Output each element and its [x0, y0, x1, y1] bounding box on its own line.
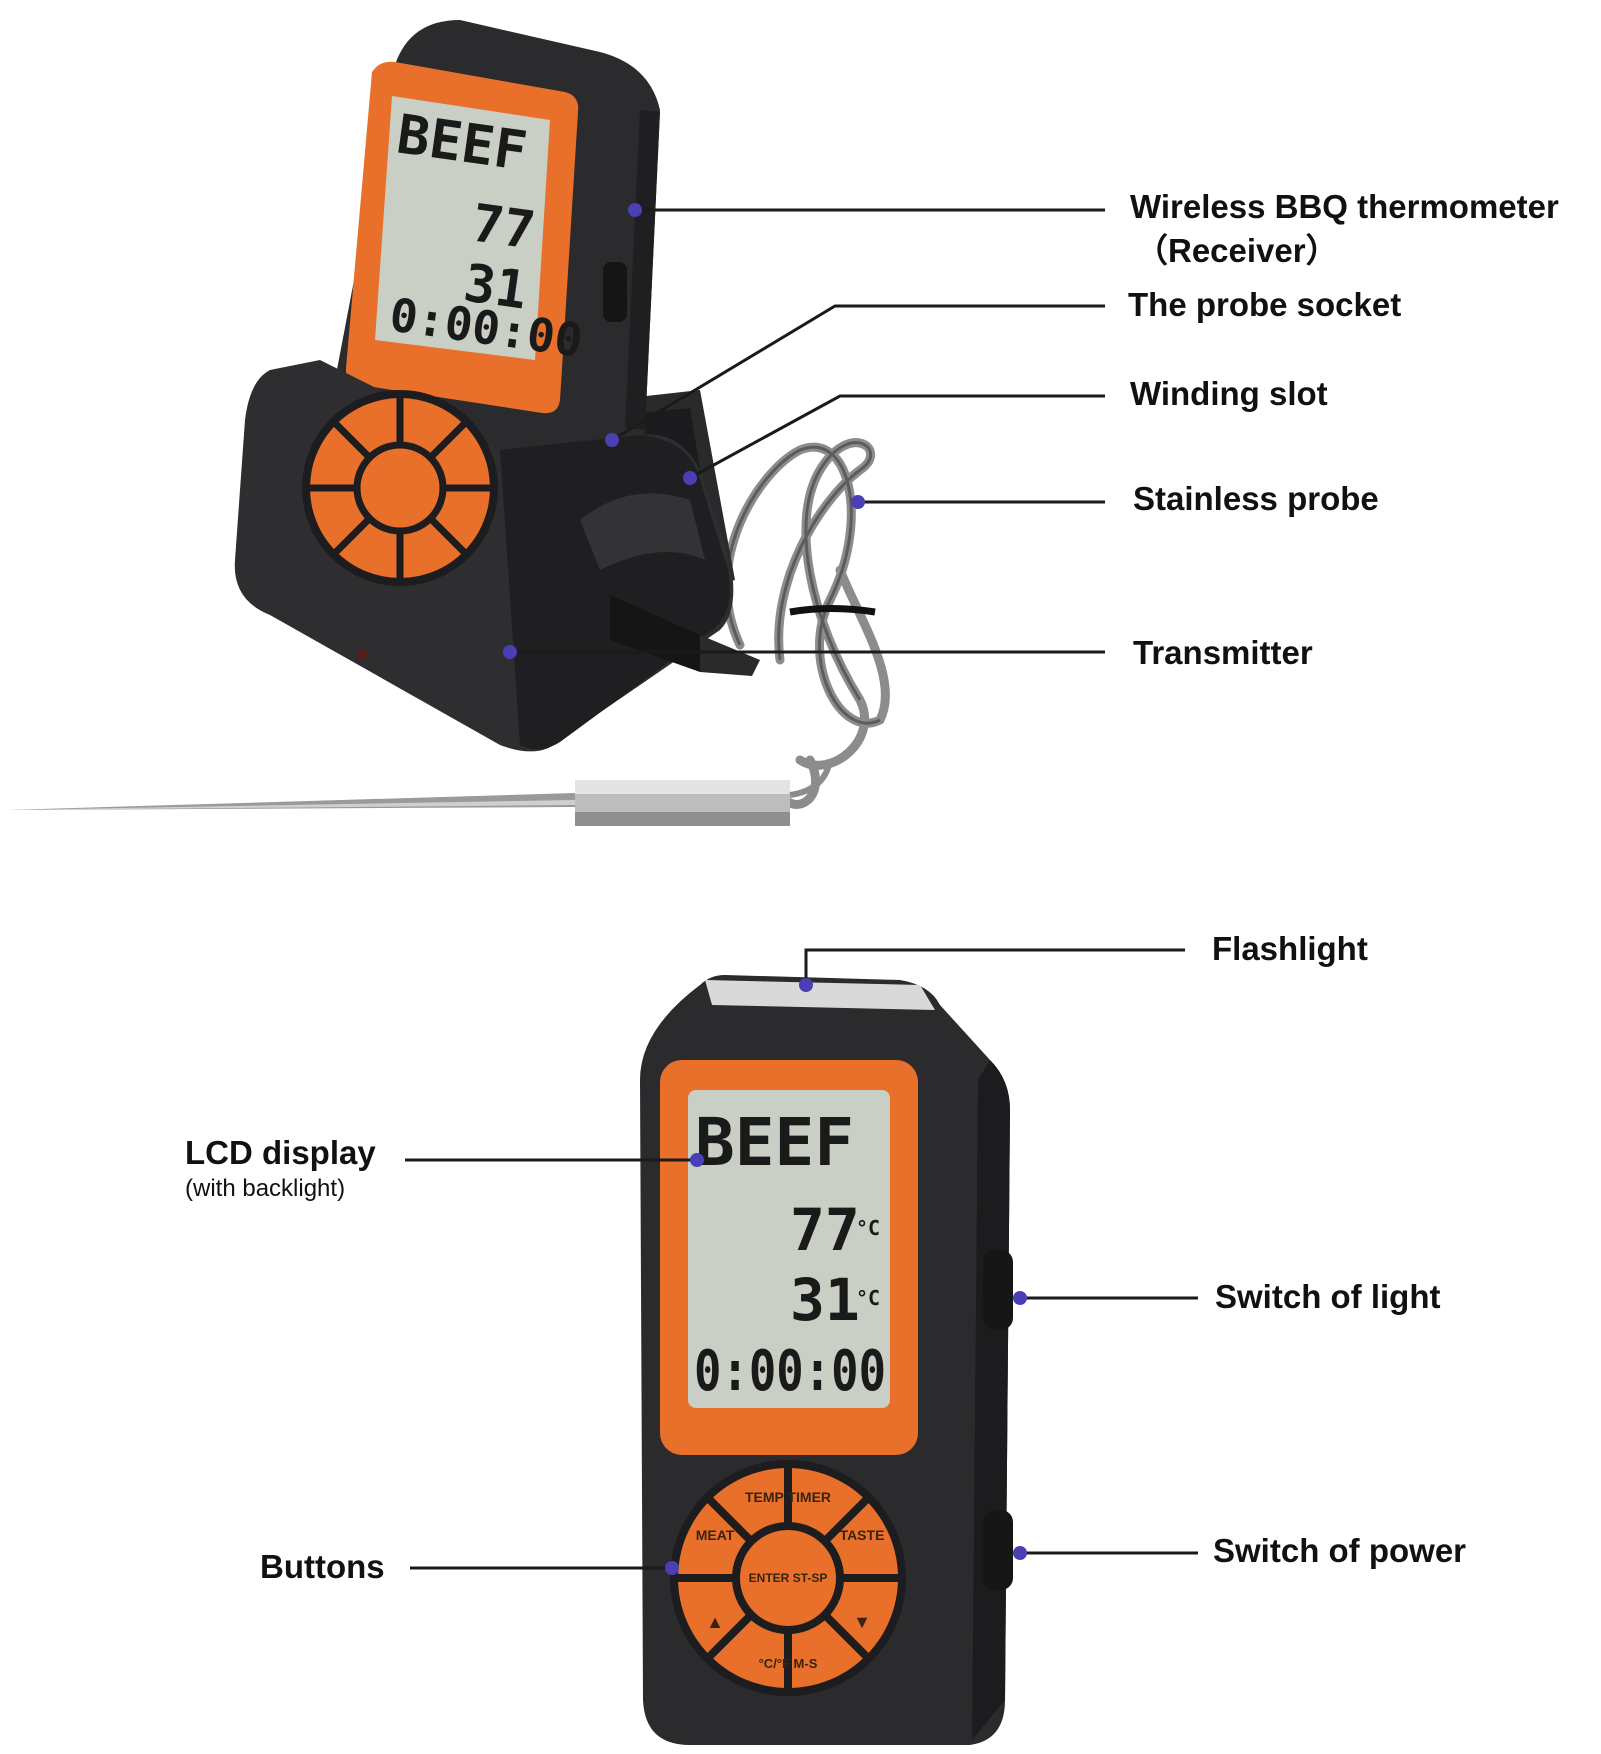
- label-transmitter: Transmitter: [1133, 634, 1313, 671]
- top-lcd-temp2: 31: [460, 253, 530, 321]
- lcd-temp2: 31: [790, 1266, 860, 1334]
- lcd-temp1: 77: [790, 1196, 860, 1264]
- label-lcd-display-sub: (with backlight): [185, 1175, 346, 1202]
- leader-dots: [503, 203, 1027, 1575]
- key-enter[interactable]: ENTER ST-SP: [749, 1571, 828, 1585]
- keypad: TEMP TIMER MEAT TASTE ENTER ST-SP °C/°F …: [670, 1460, 906, 1696]
- lcd-meat: BEEF: [695, 1104, 854, 1181]
- key-temp-timer[interactable]: TEMP TIMER: [745, 1489, 831, 1505]
- label-probe-socket: The probe socket: [1128, 286, 1402, 323]
- bottom-device: BEEF 77 31 °C °C 0:00:00 TEMP TIMER MEAT…: [640, 975, 1013, 1745]
- key-up[interactable]: ▲: [706, 1612, 724, 1632]
- label-stainless-probe: Stainless probe: [1133, 480, 1379, 517]
- leader-lines: [405, 208, 1198, 1570]
- stainless-probe-rod: [8, 759, 833, 826]
- key-meat[interactable]: MEAT: [696, 1527, 735, 1543]
- top-keypad: [302, 390, 498, 586]
- label-receiver-sub: （Receiver）: [1135, 232, 1339, 269]
- light-switch: [983, 1250, 1013, 1330]
- top-device: BEEF 77 31 0:00:00: [8, 20, 890, 826]
- label-lcd-display: LCD display: [185, 1134, 376, 1171]
- key-down[interactable]: ▼: [853, 1612, 871, 1632]
- lcd-unit-1: °C: [856, 1216, 880, 1240]
- lcd-unit-2: °C: [856, 1286, 880, 1310]
- probe-cable-dark: [725, 441, 881, 725]
- top-lcd-temp1: 77: [468, 193, 538, 261]
- cable-tie: [789, 605, 876, 616]
- lcd-timer: 0:00:00: [694, 1339, 886, 1404]
- key-taste[interactable]: TASTE: [840, 1527, 885, 1543]
- power-switch: [983, 1510, 1013, 1590]
- label-switch-light: Switch of light: [1215, 1278, 1441, 1315]
- label-receiver: Wireless BBQ thermometer: [1130, 188, 1559, 225]
- label-flashlight: Flashlight: [1212, 930, 1368, 967]
- flashlight-lens: [705, 980, 935, 1010]
- top-side-switch: [603, 262, 627, 322]
- label-buttons: Buttons: [260, 1548, 385, 1585]
- label-switch-power: Switch of power: [1213, 1532, 1467, 1569]
- label-winding-slot: Winding slot: [1130, 375, 1328, 412]
- receiver: BEEF 77 31 0:00:00: [334, 20, 660, 470]
- key-unit[interactable]: °C/°F M-S: [759, 1656, 818, 1671]
